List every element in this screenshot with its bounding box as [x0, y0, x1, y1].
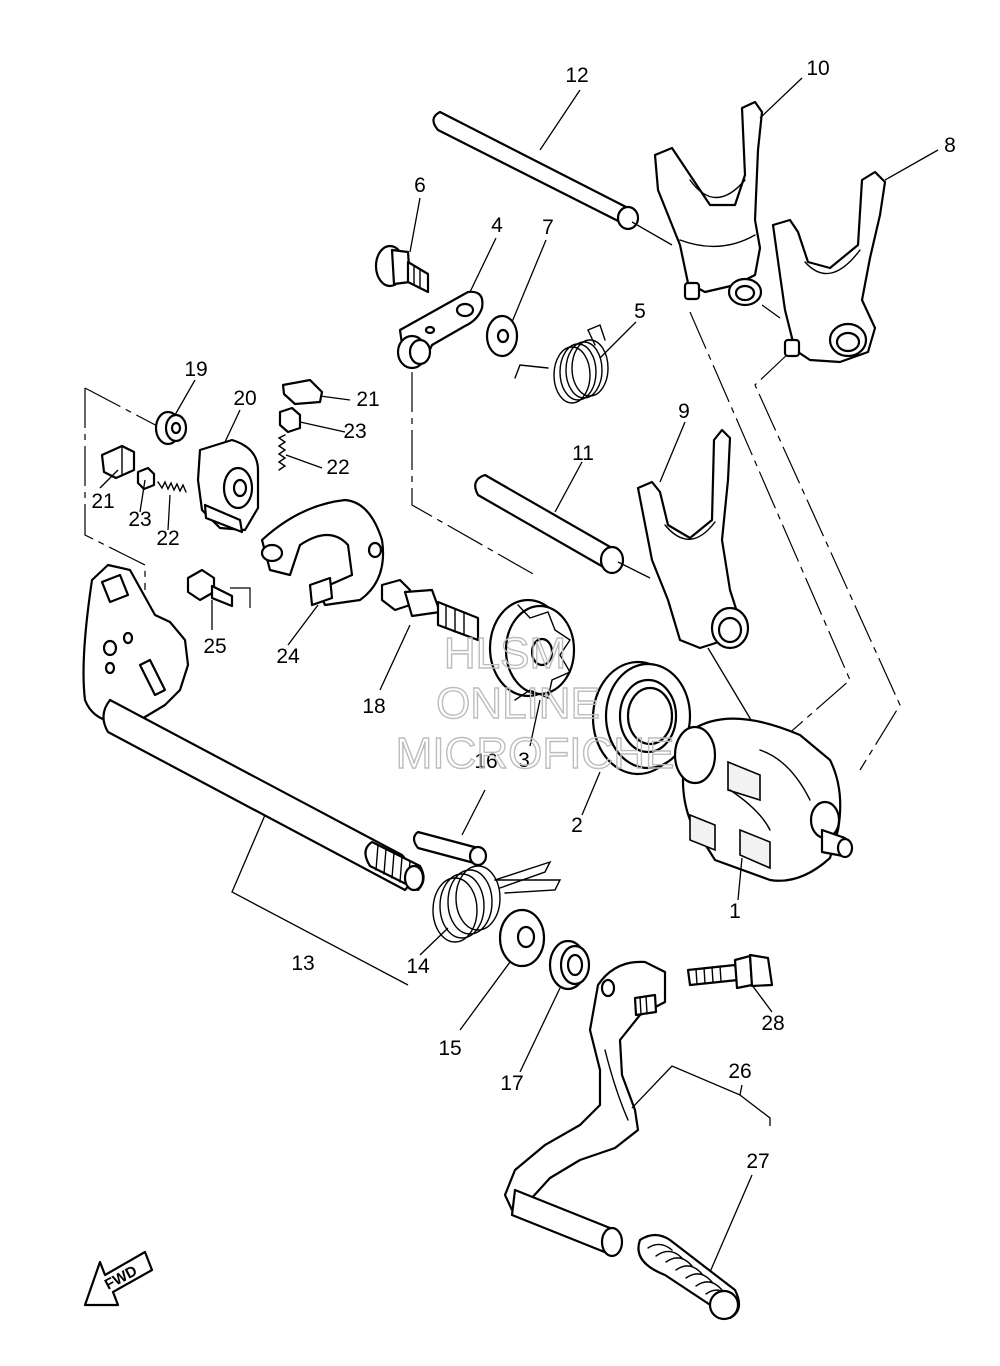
callout-24: 24 — [276, 645, 300, 668]
callout-21-right: 21 — [356, 388, 379, 411]
bolt-18 — [380, 578, 480, 642]
callout-19: 19 — [184, 358, 207, 381]
pin-23-right — [278, 406, 302, 434]
shift-pedal-26 — [503, 960, 667, 1258]
callout-22-left: 22 — [156, 527, 179, 550]
pin-23-left — [136, 466, 156, 491]
callout-10: 10 — [806, 57, 829, 80]
washer-7 — [485, 314, 519, 358]
watermark: HLSM ONLINE MICROFICHE — [395, 628, 675, 778]
callout-4: 4 — [491, 214, 503, 237]
callout-11: 11 — [572, 442, 594, 465]
bearing-2 — [591, 660, 692, 776]
stopper-lever-20 — [196, 438, 260, 534]
callout-23-right: 23 — [343, 420, 366, 443]
shift-lever-4 — [396, 290, 484, 370]
fork-shaft-middle — [474, 473, 651, 579]
bolt-25 — [186, 568, 234, 608]
callout-15: 15 — [438, 1037, 461, 1060]
callout-25: 25 — [203, 635, 226, 658]
collar-19 — [154, 410, 188, 446]
spring-22-right — [277, 434, 287, 471]
shift-fork-8 — [761, 170, 887, 364]
segment-plate-24 — [260, 498, 385, 607]
leader-lines — [99, 77, 939, 1273]
callout-18: 18 — [362, 695, 385, 718]
bushing-17 — [548, 939, 591, 991]
callout-3: 3 — [518, 749, 530, 772]
watermark-line-3: MICROFICHE — [396, 729, 675, 778]
shift-fork-9 — [636, 428, 776, 761]
segment-3 — [488, 598, 576, 701]
callout-5: 5 — [634, 300, 646, 323]
callout-14: 14 — [406, 955, 430, 978]
watermark-line-1: HLSM — [444, 629, 566, 678]
callout-8: 8 — [944, 134, 956, 157]
fork-shaft-upper — [432, 110, 673, 246]
callout-26: 26 — [728, 1060, 751, 1083]
callout-1: 1 — [729, 900, 741, 923]
callout-2: 2 — [571, 814, 583, 837]
pin-21-right — [281, 378, 324, 406]
callout-23-left: 23 — [128, 508, 151, 531]
pin-21-left — [100, 444, 136, 480]
shift-fork-10 — [653, 100, 764, 307]
callout-22-right: 22 — [326, 456, 349, 479]
watermark-line-2: ONLINE — [436, 679, 600, 728]
callout-7: 7 — [542, 216, 554, 239]
callout-13: 13 — [291, 952, 314, 975]
washer-15 — [498, 908, 546, 968]
pin-16 — [412, 830, 488, 867]
pedal-rubber-27 — [637, 1233, 741, 1321]
return-spring-14 — [432, 860, 562, 943]
bolt-28 — [686, 953, 774, 990]
forward-direction-arrow: FWD — [83, 1250, 154, 1307]
torsion-spring-5 — [514, 324, 609, 404]
callout-9: 9 — [678, 400, 690, 423]
callout-16: 16 — [474, 750, 497, 773]
spring-22-left — [157, 480, 187, 493]
callout-17: 17 — [500, 1072, 523, 1095]
callout-numbers: 12 10 8 6 4 7 5 19 20 21 23 22 11 9 21 2… — [91, 57, 956, 1173]
callout-28: 28 — [761, 1012, 784, 1035]
callout-12: 12 — [565, 64, 588, 87]
callout-21-left: 21 — [91, 490, 114, 513]
callout-6: 6 — [414, 174, 426, 197]
bolt-6 — [374, 244, 430, 294]
shift-drum-1 — [673, 717, 854, 882]
callout-27: 27 — [746, 1150, 769, 1173]
shift-shaft-13 — [82, 563, 425, 892]
callout-20: 20 — [233, 387, 256, 410]
